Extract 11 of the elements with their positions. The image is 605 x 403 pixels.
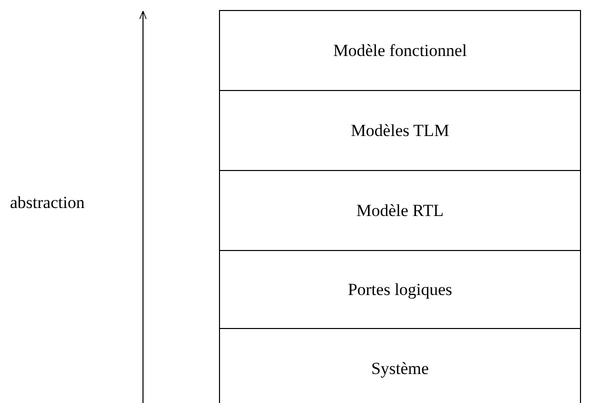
layer-label: Modèles TLM [350, 120, 450, 140]
layer-label: Système [371, 358, 429, 378]
layer-box [219, 328, 581, 403]
layer-box [219, 10, 581, 90]
layer-label: Modèle RTL [356, 200, 444, 220]
layer-box [219, 250, 581, 328]
layer-box [219, 170, 581, 250]
layer-label: Portes logiques [348, 280, 452, 300]
layer-box [219, 90, 581, 170]
layer-label: Modèle fonctionnel [333, 40, 467, 60]
axis-label: abstraction [10, 193, 85, 213]
